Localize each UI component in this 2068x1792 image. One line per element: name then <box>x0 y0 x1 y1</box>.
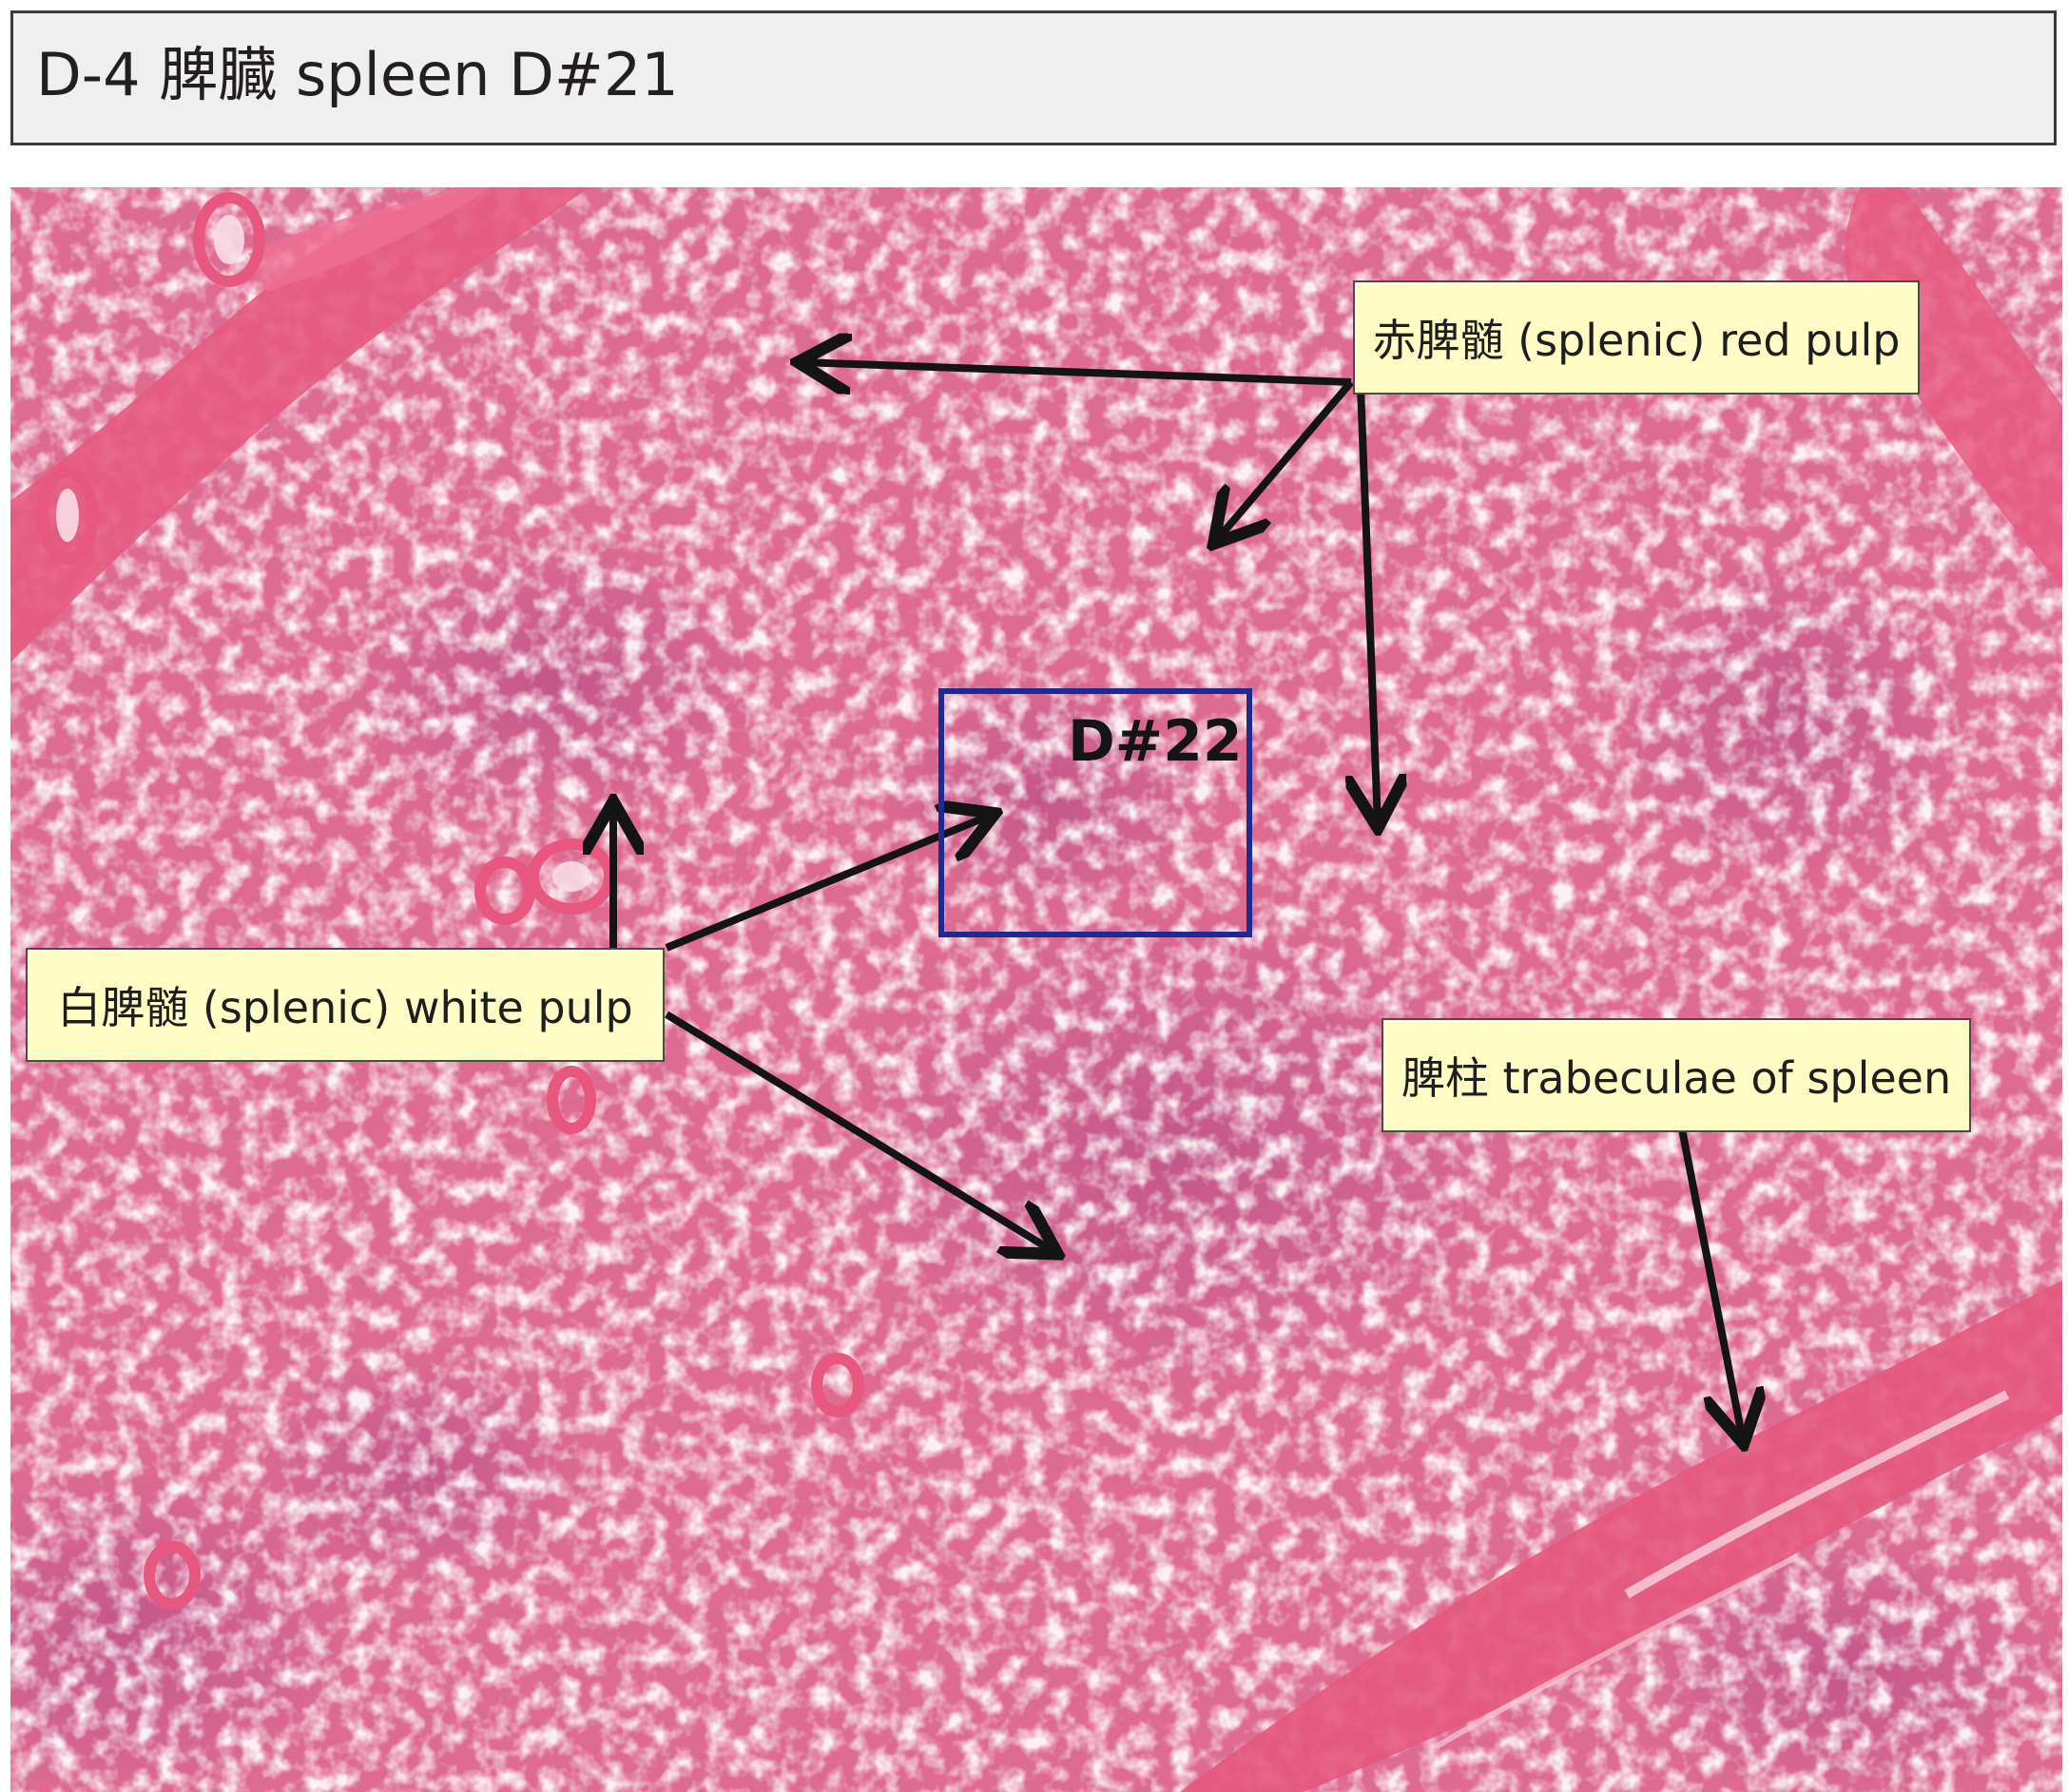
roi-box <box>938 688 1252 937</box>
white-pulp-label-text: 白脾髄 (splenic) white pulp <box>57 982 633 1033</box>
red-pulp-label: 赤脾髄 (splenic) red pulp <box>1353 280 1920 395</box>
white-pulp-label: 白脾髄 (splenic) white pulp <box>26 948 665 1062</box>
title-box: D-4 脾臓 spleen D#21 <box>10 10 2057 145</box>
trabeculae-label: 脾柱 trabeculae of spleen <box>1382 1018 1971 1132</box>
roi-label: D#22 <box>1068 708 1243 775</box>
micrograph-image: D#22 赤脾髄 (splenic) red pulp 白脾髄 (splenic… <box>10 187 2062 1792</box>
red-pulp-label-text: 赤脾髄 (splenic) red pulp <box>1372 315 1901 366</box>
page-title: D-4 脾臓 spleen D#21 <box>36 40 679 109</box>
trabeculae-label-text: 脾柱 trabeculae of spleen <box>1401 1052 1952 1104</box>
